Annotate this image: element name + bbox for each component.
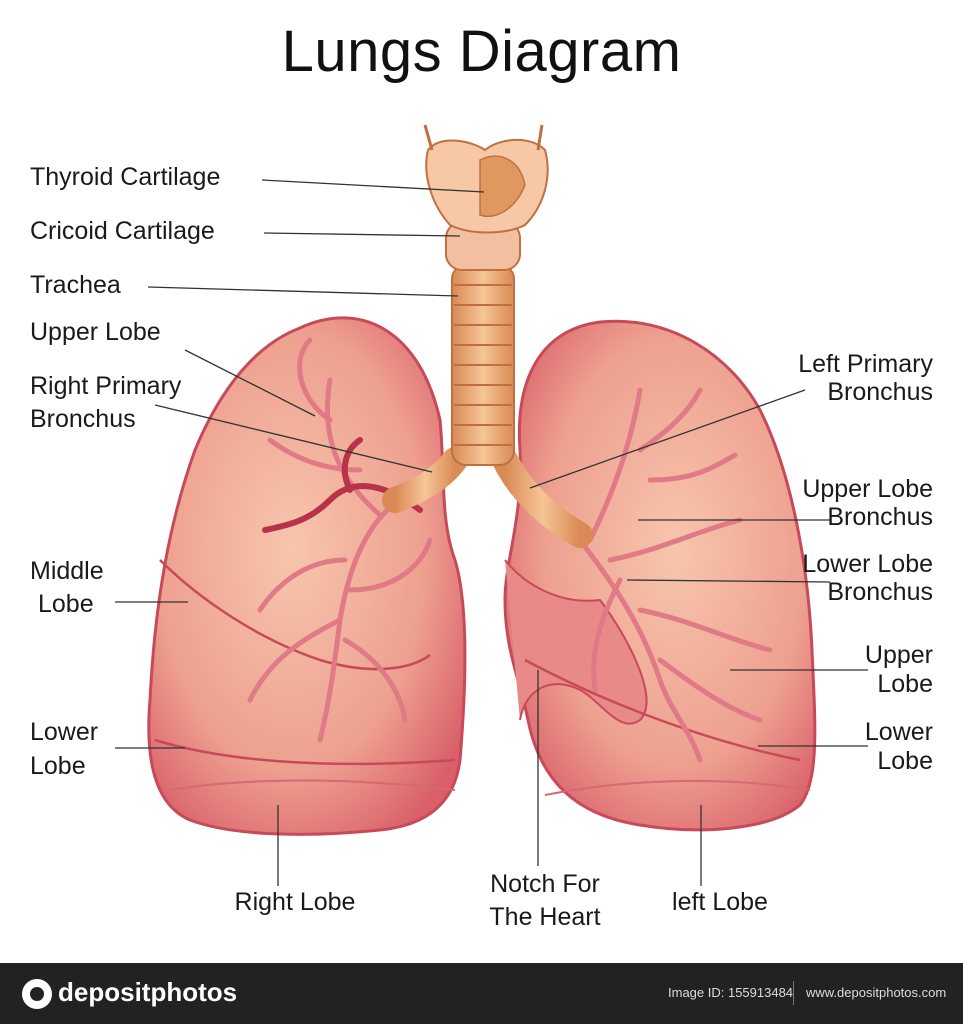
label-left-lobe: left Lobe [672,888,768,916]
label-lower-lobe-bronchus-1: Lower Lobe [802,550,933,578]
base-line-left [544,779,811,796]
left-bronchial-tree [577,387,773,763]
right-bronchial-tree [247,337,433,743]
footer-divider [793,981,794,1005]
label-lower-lobe-left-2: Lobe [877,747,933,775]
label-lower-lobe-right-2: Lobe [30,752,86,780]
base-line-right [169,779,456,791]
label-thyroid-cartilage: Thyroid Cartilage [30,163,221,191]
label-lower-lobe-left-1: Lower [864,718,933,746]
label-right-primary-bronchus-2: Bronchus [30,405,136,433]
leader-lines [115,179,868,886]
oblique-fissure-left [524,658,801,762]
label-middle-lobe-2: Lobe [38,590,94,618]
label-upper-lobe-left-1: Upper [864,641,933,669]
label-upper-lobe-bronchus-1: Upper Lobe [802,475,933,503]
label-right-primary-bronchus-1: Right Primary [30,372,182,400]
trachea-rings [454,284,512,446]
right-lung [147,316,467,836]
label-cricoid-cartilage: Cricoid Cartilage [30,217,215,245]
label-upper-lobe-bronchus-2: Bronchus [827,503,933,531]
camera-icon [22,979,52,1010]
watermark-footer: depositphotos Image ID: 155913484 www.de… [0,963,963,1024]
label-upper-lobe-left-2: Lobe [877,670,933,698]
lungs-illustration [115,124,868,886]
lungs-diagram: Lungs Diagram Thyroid Cartilage Cricoid … [30,19,933,931]
label-left-primary-bronchus-2: Bronchus [827,378,933,406]
left-lung [503,319,817,832]
brand-text: depositphotos [58,977,238,1007]
label-left-primary-bronchus-1: Left Primary [798,350,933,378]
site-link[interactable]: www.depositphotos.com [806,985,947,1000]
label-upper-lobe-right: Upper Lobe [30,318,161,346]
diagram-title: Lungs Diagram [281,19,682,84]
oblique-fissure-right [154,738,456,766]
main-bronchi [382,447,593,548]
label-lower-lobe-bronchus-2: Bronchus [827,578,933,606]
label-notch-1: Notch For [490,870,600,898]
label-notch-2: The Heart [489,903,601,931]
horizontal-fissure [159,559,431,671]
image-id: Image ID: 155913484 [668,985,794,1000]
depositphotos-logo[interactable]: depositphotos [22,977,238,1010]
label-right-lobe: Right Lobe [234,888,356,916]
label-middle-lobe-1: Middle [30,557,104,585]
label-lower-lobe-right-1: Lower [30,718,99,746]
label-trachea: Trachea [30,271,121,299]
